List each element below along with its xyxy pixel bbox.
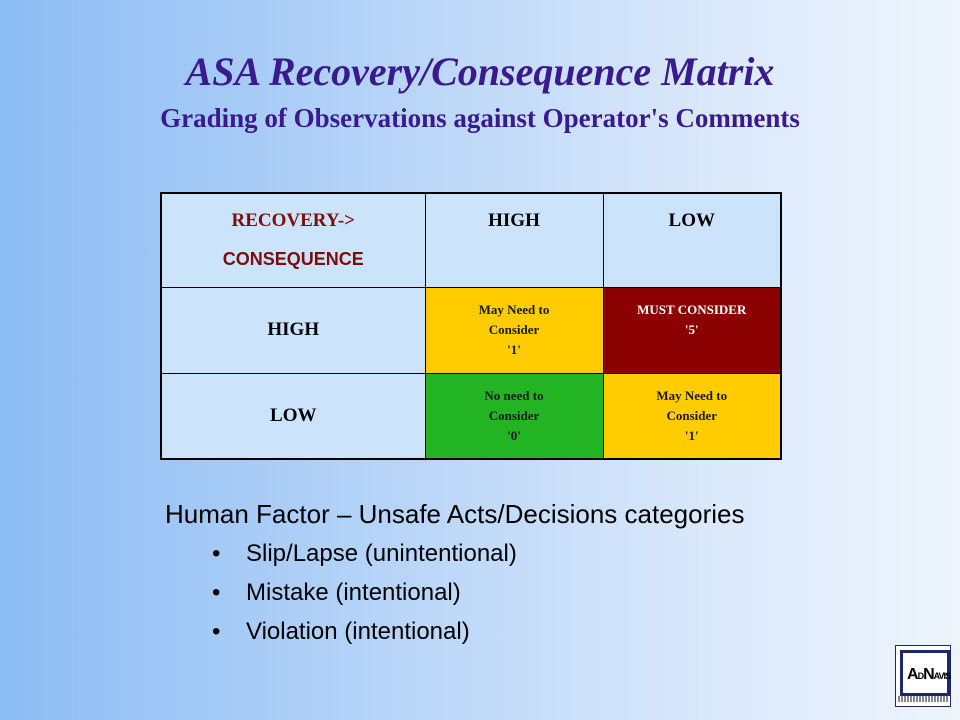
human-factor-list: • Slip/Lapse (unintentional) • Mistake (… [212, 534, 517, 651]
col-header-recovery-low: LOW [602, 192, 782, 288]
row-header-consequence-low: LOW [160, 372, 426, 460]
matrix-header-row: RECOVERY-> CONSEQUENCE HIGH LOW [160, 192, 782, 288]
adnavis-logo: ADNAVIS [895, 645, 951, 707]
cell-high-high: May Need to Consider '1' [424, 286, 604, 374]
cell-text-line1: No need to [484, 387, 544, 403]
bullet-icon: • [212, 618, 221, 645]
cell-score: '5' [684, 321, 699, 337]
logo-wordmark: ADNAVIS [907, 666, 951, 683]
cell-low-high: No need to Consider '0' [424, 372, 604, 460]
matrix-corner-cell: RECOVERY-> CONSEQUENCE [160, 192, 426, 288]
cell-score: '1' [684, 427, 699, 443]
list-item: • Slip/Lapse (unintentional) [212, 534, 517, 573]
human-factor-heading: Human Factor – Unsafe Acts/Decisions cat… [165, 499, 745, 529]
list-item-label: Mistake (intentional) [246, 579, 461, 606]
slide-title: ASA Recovery/Consequence Matrix [185, 49, 775, 94]
cell-high-low: MUST CONSIDER '5' [602, 286, 782, 374]
matrix-row-consequence-low: LOW No need to Consider '0' May Need to … [160, 372, 782, 460]
cell-score: '0' [507, 427, 521, 443]
list-item: • Mistake (intentional) [212, 573, 517, 612]
cell-score: '1' [507, 342, 521, 357]
logo-frame: ADNAVIS [900, 650, 951, 696]
cell-text-line2: Consider [488, 407, 540, 423]
matrix-row-consequence-high: HIGH May Need to Consider '1' MUST CONSI… [160, 286, 782, 374]
cell-text-line1: May Need to [478, 302, 550, 317]
slide-subtitle: Grading of Observations against Operator… [160, 103, 800, 133]
cell-text-line2: Consider [666, 407, 718, 423]
bullet-icon: • [212, 579, 221, 606]
list-item: • Violation (intentional) [212, 612, 517, 651]
cell-low-low: May Need to Consider '1' [602, 372, 782, 460]
logo-tagline [898, 696, 948, 702]
list-item-label: Violation (intentional) [246, 618, 470, 645]
recovery-consequence-matrix: RECOVERY-> CONSEQUENCE HIGH LOW HIGH May… [160, 192, 782, 460]
consequence-axis-label: CONSEQUENCE [222, 249, 364, 270]
recovery-axis-label: RECOVERY-> [231, 210, 355, 232]
row-header-consequence-high: HIGH [160, 286, 426, 374]
bullet-icon: • [212, 540, 221, 567]
list-item-label: Slip/Lapse (unintentional) [246, 540, 517, 567]
cell-text-line1: MUST CONSIDER [637, 301, 747, 317]
cell-text-line1: May Need to [656, 387, 728, 403]
col-header-recovery-high: HIGH [424, 192, 604, 288]
cell-text-line2: Consider [488, 322, 540, 337]
